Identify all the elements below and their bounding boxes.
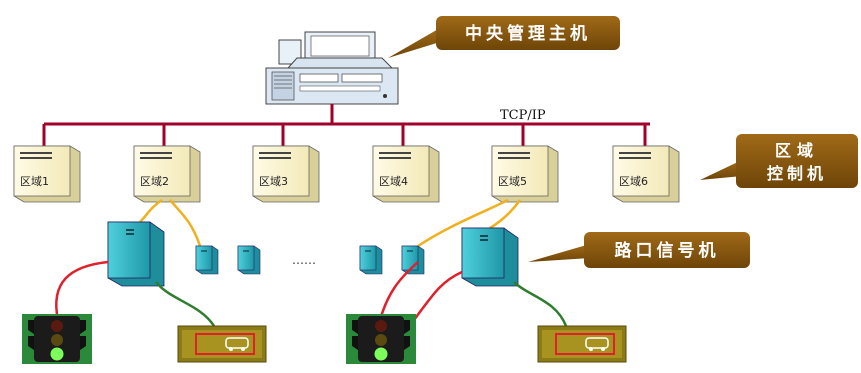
zone-controller-6: 区域6 xyxy=(612,145,680,203)
traffic-light-icon-left xyxy=(22,314,92,364)
small-signal-unit-4 xyxy=(401,245,425,275)
ellipsis-more-units: …… xyxy=(292,253,316,267)
zone-controller-5: 区域5 xyxy=(491,145,559,203)
signal-cabinet-left xyxy=(107,221,165,287)
zone-controller-3: 区域3 xyxy=(252,145,320,203)
callout-zone-line1: 区域 xyxy=(775,141,819,160)
tcp-ip-label: TCP/IP xyxy=(500,108,546,123)
small-signal-unit-1 xyxy=(195,245,219,275)
callout-zone-controller: 区域 控制机 xyxy=(700,134,858,188)
small-signal-unit-2 xyxy=(237,245,261,275)
zone-label: 区域1 xyxy=(20,175,49,188)
zone-label: 区域3 xyxy=(259,175,288,188)
callout-intersection-text: 路口信号机 xyxy=(615,240,720,261)
zone-label: 区域5 xyxy=(498,175,527,188)
traffic-light-icon-right xyxy=(346,314,416,364)
yellow-links xyxy=(139,198,522,248)
small-signal-unit-3 xyxy=(359,245,383,275)
zone-controller-2: 区域2 xyxy=(133,145,201,203)
zone-label: 区域6 xyxy=(619,175,648,188)
callout-central-host: 中央管理主机 xyxy=(388,16,620,58)
callout-central-host-text: 中央管理主机 xyxy=(465,23,591,44)
central-host-computer-icon xyxy=(265,31,399,105)
tcp-ip-network-bus xyxy=(42,104,650,146)
zone-controller-4: 区域4 xyxy=(372,145,440,203)
vehicle-detector-icon-right xyxy=(537,325,627,363)
zone-controller-1: 区域1 xyxy=(13,145,81,203)
field-cables xyxy=(55,260,568,327)
signal-cabinet-right xyxy=(461,227,519,287)
callout-zone-line2: 控制机 xyxy=(767,164,827,183)
callout-intersection-signal: 路口信号机 xyxy=(528,232,750,268)
vehicle-detector-icon-left xyxy=(177,325,267,363)
zone-label: 区域4 xyxy=(379,175,408,188)
zone-label: 区域2 xyxy=(140,175,169,188)
